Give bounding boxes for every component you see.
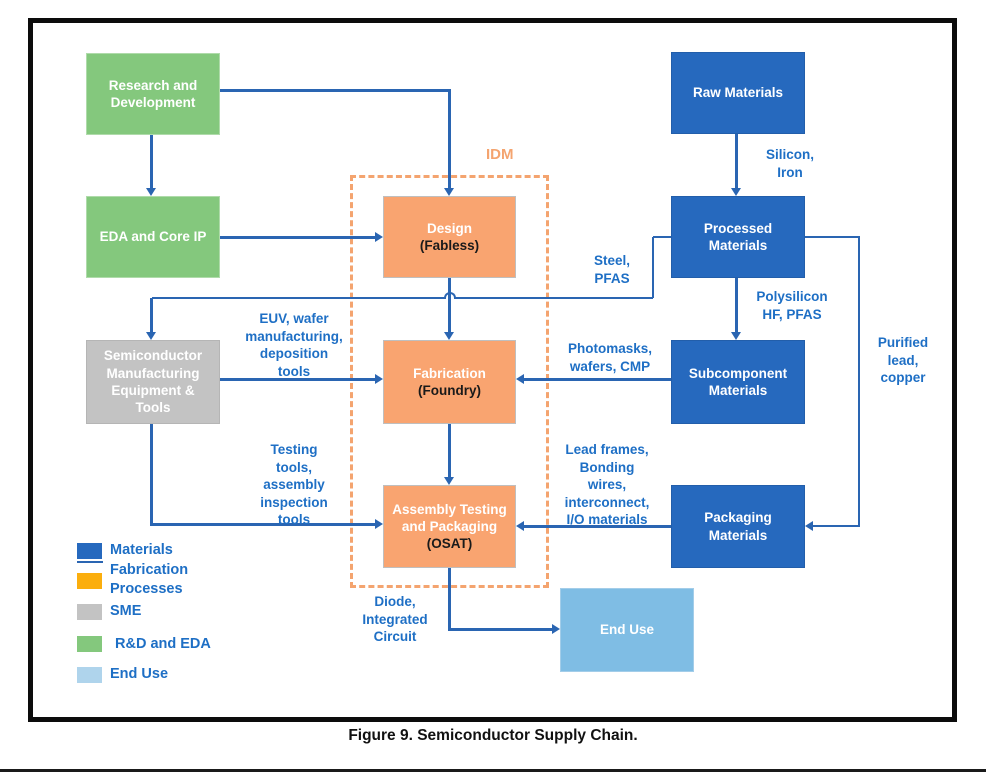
box-eda-core-ip: EDA and Core IP [86, 196, 220, 278]
connector-sme-to-fabrication [220, 378, 375, 381]
connector-packaging-to-osat [524, 525, 671, 528]
edge-label-diode-integrated-circuit: Diode, Integrated Circuit [362, 594, 428, 645]
box-raw-materials-label: Raw Materials [692, 85, 784, 101]
box-processed-materials: Processed Materials [671, 196, 805, 278]
box-end-use-label: End Use [599, 622, 654, 638]
edge-label-lead-frames: Lead frames, Bonding wires, interconnect… [564, 442, 650, 528]
edge-label-steel-pfas: Steel, PFAS [593, 253, 631, 286]
legend-label-sme: SME [110, 603, 142, 619]
arrowhead-processed-to-sme [146, 332, 156, 340]
box-design-sublabel: (Fabless) [419, 238, 480, 253]
edge-label-silicon-iron: Silicon, Iron [765, 147, 814, 180]
edge-label-euv-tools: EUV, wafer manufacturing, deposition too… [245, 311, 343, 379]
connector-rnd-to-eda [150, 135, 153, 188]
box-end-use: End Use [560, 588, 694, 672]
arrowhead-eda-to-design [375, 232, 383, 242]
connector-osat-to-enduse-v [448, 568, 451, 629]
box-processed-materials-label: Processed Materials [703, 220, 773, 253]
box-research-development-label: Research and Development [108, 77, 198, 110]
legend-swatch-sme [77, 604, 102, 620]
arrowhead-design-to-fabrication [444, 332, 454, 340]
box-design-fabless: Design (Fabless) [383, 196, 516, 278]
legend-label-fabrication-processes: Fabrication Processes [110, 562, 189, 598]
connector-processed-to-packaging-c [813, 525, 859, 527]
box-fabrication-foundry: Fabrication (Foundry) [383, 340, 516, 424]
arrowhead-sme-to-osat [375, 519, 383, 529]
legend-swatch-materials-underline [77, 561, 103, 563]
connector-sme-to-osat-v [150, 424, 153, 526]
arrowhead-raw-to-processed [731, 188, 741, 196]
connector-processed-to-sme-c1 [152, 297, 444, 299]
connector-sme-to-osat-h [150, 523, 375, 526]
legend-label-rnd-eda: R&D and EDA [115, 636, 211, 652]
connector-processed-to-sme-a [653, 236, 671, 238]
connector-fabrication-to-osat [448, 424, 451, 477]
box-osat-sublabel: (OSAT) [426, 536, 473, 552]
arrowhead-packaging-to-osat [516, 521, 524, 531]
arrowhead-osat-to-enduse [552, 624, 560, 634]
legend-label-end-use: End Use [110, 666, 169, 682]
edge-label-purified-lead-copper: Purified lead, copper [877, 335, 929, 386]
edge-label-polysilicon-hf-pfas: Polysilicon HF, PFAS [756, 289, 828, 322]
figure-caption: Figure 9. Semiconductor Supply Chain. [348, 727, 638, 744]
connector-processed-to-sme-c2 [456, 297, 653, 299]
connector-processed-to-subcomponent [735, 278, 738, 332]
arrowhead-fabrication-to-osat [444, 477, 454, 485]
edge-label-photomasks-wafers-cmp: Photomasks, wafers, CMP [567, 341, 653, 374]
box-packaging-materials: Packaging Materials [671, 485, 805, 568]
box-design-label: Design [426, 220, 472, 236]
box-subcomponent-materials-label: Subcomponent Materials [688, 365, 788, 398]
box-research-development: Research and Development [86, 53, 220, 135]
connector-raw-to-processed [735, 134, 738, 188]
box-subcomponent-materials: Subcomponent Materials [671, 340, 805, 424]
arrowhead-subcomponent-to-fabrication [516, 374, 524, 384]
box-osat: Assembly Testing and Packaging (OSAT) [383, 485, 516, 568]
connector-osat-to-enduse-h [448, 628, 552, 631]
connector-eda-to-design [220, 236, 375, 239]
connector-processed-to-sme-d [150, 298, 153, 332]
box-fabrication-label: Fabrication [413, 365, 486, 381]
box-eda-core-ip-label: EDA and Core IP [99, 229, 207, 245]
idm-label: IDM [486, 146, 514, 163]
connector-rnd-to-design-h [220, 89, 451, 92]
line-hop [444, 292, 456, 299]
box-packaging-materials-label: Packaging Materials [704, 510, 772, 543]
box-raw-materials: Raw Materials [671, 52, 805, 134]
connector-subcomponent-to-fabrication [524, 378, 671, 381]
arrowhead-rnd-to-eda [146, 188, 156, 196]
connector-design-to-fabrication [448, 278, 451, 332]
arrowhead-processed-to-subcomponent [731, 332, 741, 340]
box-sme: Semiconductor Manufacturing Equipment & … [86, 340, 220, 424]
edge-label-testing-tools: Testing tools, assembly inspection tools [260, 442, 328, 528]
connector-processed-to-packaging-a [805, 236, 860, 238]
legend-swatch-materials [77, 543, 102, 559]
arrowhead-rnd-to-design [444, 188, 454, 196]
legend-swatch-end-use [77, 667, 102, 683]
connector-processed-to-sme-b [652, 237, 654, 298]
arrowhead-sme-to-fabrication [375, 374, 383, 384]
box-osat-label: Assembly Testing and Packaging [392, 501, 507, 534]
box-fabrication-sublabel: (Foundry) [418, 383, 481, 398]
connector-processed-to-packaging-b [858, 236, 860, 527]
arrowhead-processed-to-packaging [805, 521, 813, 531]
box-sme-label: Semiconductor Manufacturing Equipment & … [103, 348, 203, 416]
legend-swatch-rnd-eda [77, 636, 102, 652]
legend-swatch-fabrication-processes [77, 573, 102, 589]
connector-rnd-to-design-v [448, 89, 451, 188]
page-horizontal-rule [0, 769, 986, 772]
legend-label-materials: Materials [110, 542, 173, 558]
